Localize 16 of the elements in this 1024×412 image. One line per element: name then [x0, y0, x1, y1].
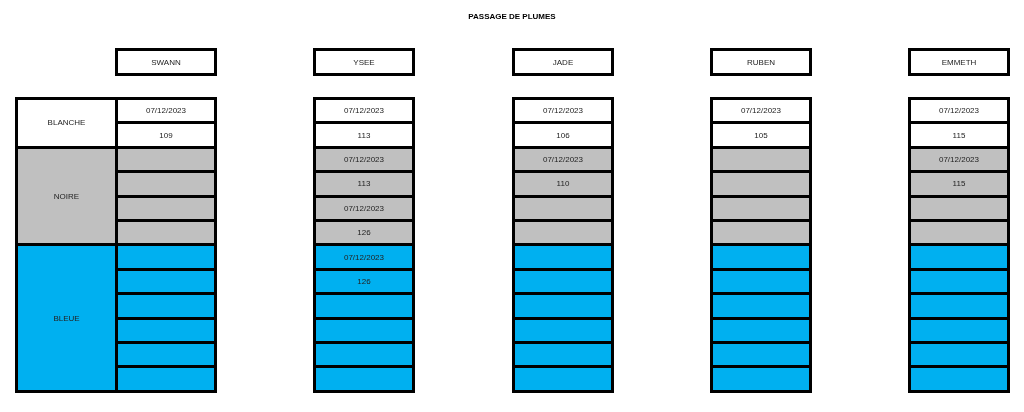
name-header: JADE: [512, 48, 614, 76]
name-header: RUBEN: [710, 48, 812, 76]
page-title: PASSAGE DE PLUMES: [467, 12, 557, 21]
table-cell: 105: [710, 121, 812, 149]
table-cell: 07/12/2023: [313, 243, 415, 271]
name-header: EMMETH: [908, 48, 1010, 76]
table-cell: 110: [512, 170, 614, 198]
table-cell: 115: [908, 170, 1010, 198]
name-header: SWANN: [115, 48, 217, 76]
table-cell: 113: [313, 170, 415, 198]
category-header: BLEUE: [15, 243, 118, 393]
name-header: YSEE: [313, 48, 415, 76]
table-cell: 106: [512, 121, 614, 149]
table-cell: 113: [313, 121, 415, 149]
table-cell: 115: [908, 121, 1010, 149]
category-header: BLANCHE: [15, 97, 118, 149]
